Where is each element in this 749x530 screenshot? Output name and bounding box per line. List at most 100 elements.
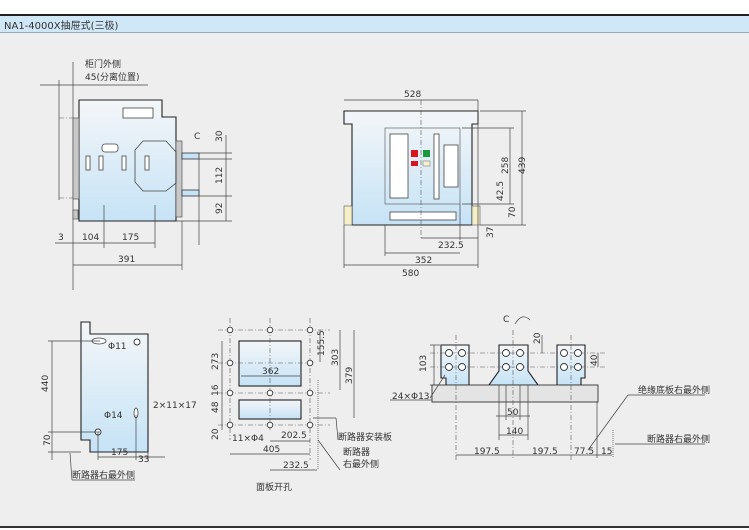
dimension-line (587, 394, 629, 451)
dim-155-5: 155.5 (317, 330, 327, 356)
drawing-shape (487, 344, 540, 386)
dim-440: 440 (41, 375, 51, 392)
dimension-line (317, 439, 341, 471)
title: NA1-4000X抽屉式(三极) (4, 21, 119, 32)
drawing-shape (471, 205, 481, 226)
drawing-shape (122, 107, 154, 119)
dimension-line (69, 452, 73, 481)
drawing-shape (226, 326, 234, 334)
dim-391: 391 (118, 255, 135, 265)
dim-362: 362 (262, 367, 279, 377)
indicator-yellow (422, 160, 431, 167)
drawing-shape (389, 211, 457, 221)
dim-197-5-left: 197.5 (474, 447, 500, 457)
dim-140: 140 (506, 427, 523, 437)
drawing-shape (175, 140, 183, 218)
mounting-holes (226, 326, 314, 429)
dim-92: 92 (215, 203, 225, 214)
dim-528: 528 (404, 90, 421, 100)
dim-258: 258 (501, 157, 511, 174)
rotation-c-label: C (503, 315, 509, 325)
drawing-shape (445, 349, 453, 357)
drawing-shape (144, 155, 150, 171)
holes-label: 11×Φ4 (232, 434, 264, 444)
dim-232-5: 232.5 (283, 461, 309, 471)
drawing-shape (85, 155, 91, 171)
drawing-shape (266, 421, 274, 429)
drawing-shape (226, 359, 234, 367)
hole-phi14-label: Φ14 (104, 411, 123, 421)
drawing-shape (560, 349, 568, 357)
drawing-shape (101, 143, 119, 153)
panel-cutout-view: 273 16 48 20 362 155.5 303 379 11×Φ4 202… (211, 318, 392, 493)
dim-20: 20 (211, 428, 221, 440)
drawing-shape (502, 349, 510, 357)
drawing-shape (574, 349, 582, 357)
dim-273: 273 (211, 353, 221, 370)
dim-197-5-right: 197.5 (532, 447, 558, 457)
holes-label: 24×Φ13 (392, 392, 430, 402)
terminal-holes (445, 349, 582, 371)
panel-cutout-caption: 面板开孔 (256, 481, 292, 493)
drawing-shape (306, 326, 314, 334)
dim-40: 40 (590, 354, 600, 366)
indicator-red-bottom (411, 161, 418, 166)
drawing-shape (516, 363, 524, 371)
drawing-shape (443, 144, 459, 188)
dim-405: 405 (263, 445, 280, 455)
drawing-shape (433, 133, 440, 200)
terminal-view: C 20 103 40 24×Φ13 50 140 197.5 197.5 77… (390, 315, 710, 460)
drawing-shape (431, 384, 599, 403)
drawing-shape (72, 117, 80, 200)
breaker-label: 断路器 (343, 446, 370, 458)
drawing-shape (574, 363, 582, 371)
side-view: 柜门外侧 45(分离位置) C 30 112 92 3 104 175 391 (40, 58, 232, 290)
rotation-arrow-icon (514, 316, 531, 325)
right-outer-side-label: 右最外侧 (343, 458, 379, 470)
drawing-shape (389, 133, 409, 199)
hole-phi11-label: Φ11 (108, 342, 127, 352)
dim-42-5: 42.5 (496, 181, 506, 201)
drawing-shape (306, 389, 314, 397)
rotation-c-label: C (194, 132, 200, 142)
drawing-shape (306, 359, 314, 367)
insulating-base-right-label: 绝缘底板右最外侧 (638, 384, 710, 396)
dim-50: 50 (507, 408, 519, 418)
dim-175: 175 (111, 448, 128, 458)
dim-439: 439 (518, 157, 528, 174)
drawing-shape (384, 127, 461, 205)
drawing-shape (458, 349, 466, 357)
drawing-shape (516, 349, 524, 357)
breaker-right-side-label: 断路器右最外侧 (647, 433, 710, 445)
breaker-right-side-label: 断路器右最外侧 (72, 469, 135, 481)
dim-352: 352 (415, 256, 432, 266)
dim-77-5: 77.5 (574, 447, 594, 457)
mounting-plate-view: 440 70 Φ11 Φ14 2×11×17 175 33 断路器右最外侧 (41, 321, 197, 481)
drawing-shape (181, 189, 200, 197)
dim-15: 15 (601, 447, 612, 457)
door-outside-label: 柜门外侧 (85, 58, 121, 70)
dim-103: 103 (419, 355, 429, 372)
dimension-line (429, 374, 446, 399)
dim-104: 104 (82, 233, 99, 243)
dim-70: 70 (43, 434, 53, 446)
title-bar: NA1-4000X抽屉式(三极) (0, 16, 749, 33)
drawing-shape (121, 155, 127, 171)
drawing-shape (266, 326, 274, 334)
drawing-shape (502, 363, 510, 371)
dim-37: 37 (486, 227, 496, 238)
drawing-shape (226, 421, 234, 429)
dim-70: 70 (508, 206, 518, 218)
mount-board-label: 断路器安装板 (338, 431, 392, 443)
indicator-green (423, 150, 430, 157)
drawing-shape (445, 363, 453, 371)
indicator-red-top (411, 150, 418, 157)
drawing-shape (133, 338, 141, 346)
drawing-shape (72, 209, 79, 220)
dim-33: 33 (138, 455, 149, 465)
dim-16: 16 (211, 384, 221, 396)
dim-20: 20 (533, 332, 543, 344)
dim-3: 3 (58, 233, 64, 243)
dim-175: 175 (122, 233, 139, 243)
dim-48: 48 (211, 401, 221, 413)
